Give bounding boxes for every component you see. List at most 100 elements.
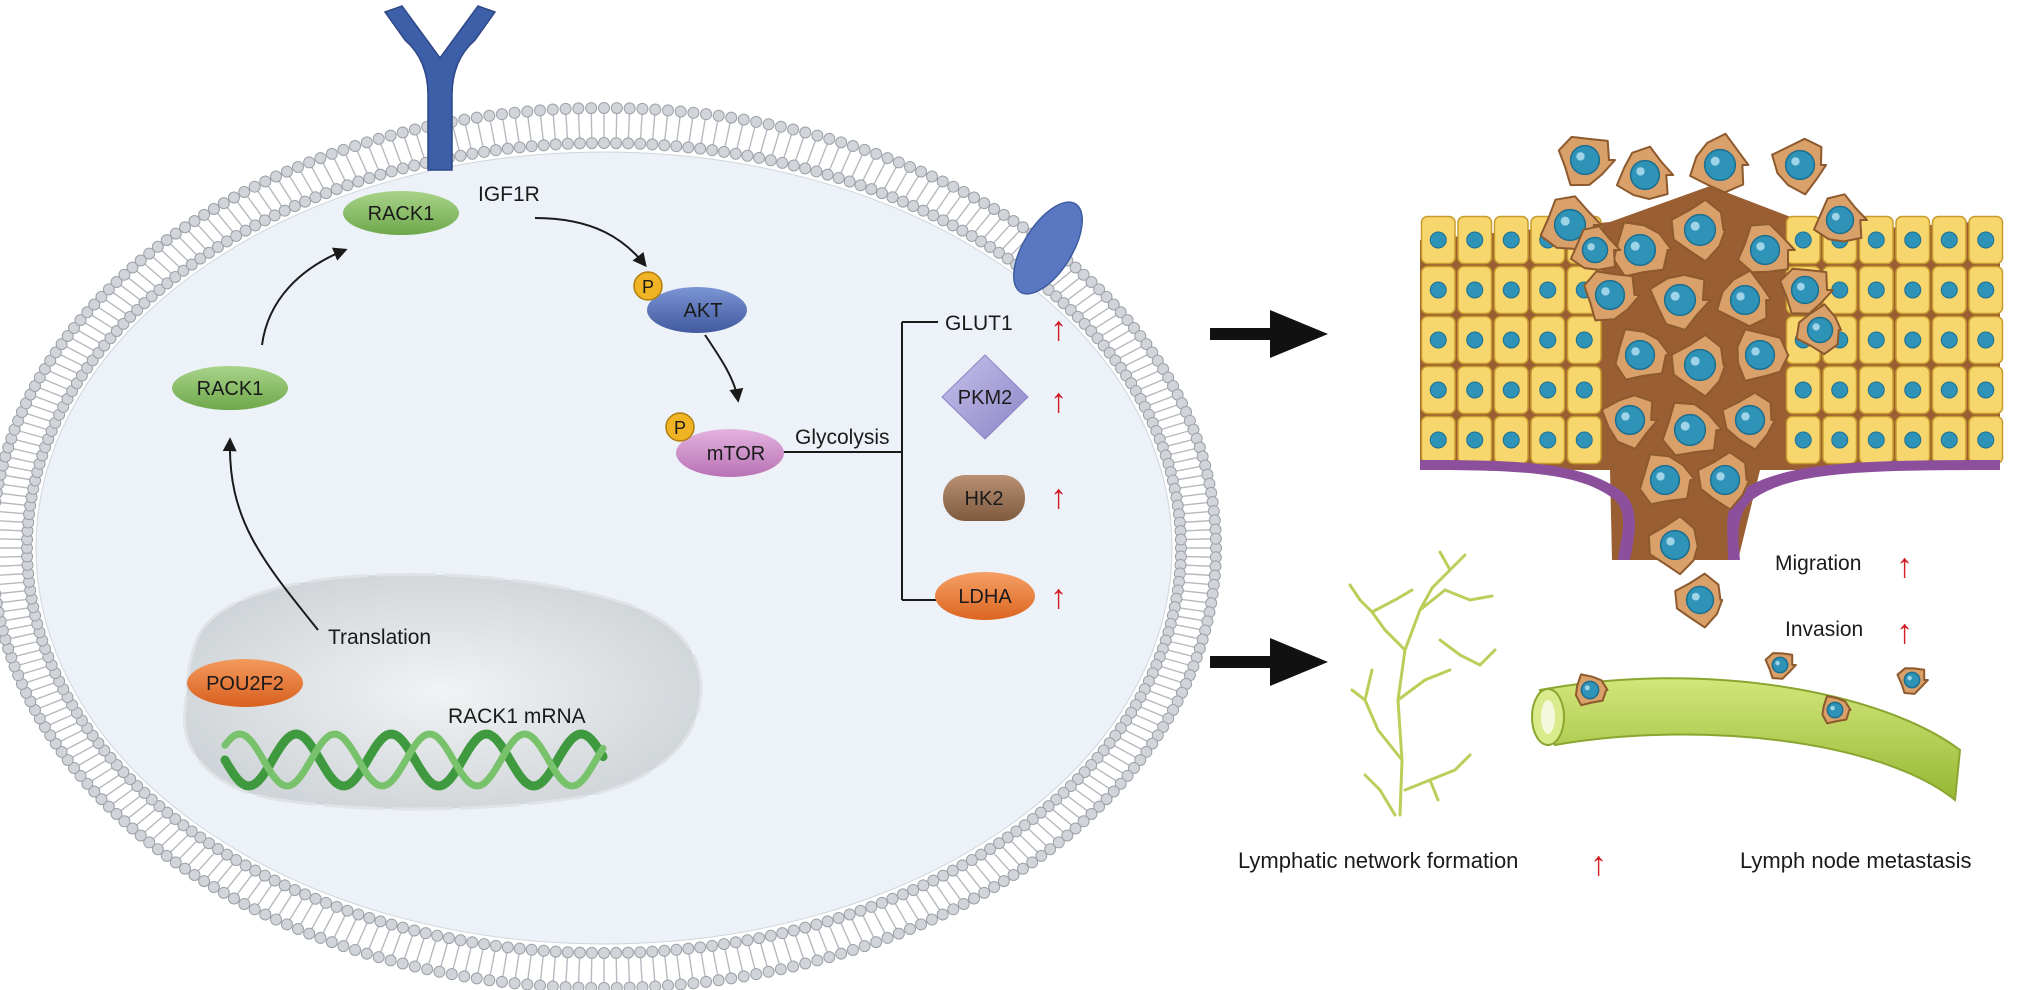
epithelial-cell [1420, 215, 1456, 265]
lipid-head [1134, 330, 1147, 343]
lipid-head [160, 849, 173, 862]
lipid-head [549, 138, 562, 151]
lipid-tail [215, 863, 234, 885]
lipid-tail [379, 142, 391, 168]
lipid-tail [160, 249, 181, 268]
lipid-head [1085, 808, 1098, 821]
lipid-head [169, 812, 182, 825]
glycolysis-bracket [783, 321, 938, 601]
lipid-tail [1113, 337, 1138, 352]
lipid-tail [736, 123, 744, 149]
lipid-head [1077, 268, 1090, 281]
lipid-head [623, 102, 636, 115]
lipid-tail [64, 737, 89, 751]
lipid-head [1034, 806, 1047, 819]
lipid-tail [724, 121, 732, 148]
lipid-head [1093, 283, 1106, 296]
lipid-tail [225, 868, 244, 891]
lipid-tail [111, 291, 134, 308]
lipid-head [49, 346, 62, 359]
lipid-tail [1184, 573, 1211, 577]
lipid-head [134, 254, 147, 267]
epithelial-cell [1822, 365, 1858, 415]
lipid-tail [356, 149, 368, 174]
lipid-tail [590, 112, 593, 139]
lipid-head [917, 204, 930, 217]
lipid-tail [983, 217, 1002, 239]
lipid-tail [1183, 510, 1210, 515]
hk2-node: HK2 [943, 475, 1025, 521]
lipid-tail [1173, 632, 1199, 640]
lipid-head [67, 322, 80, 334]
lipid-head [854, 904, 867, 917]
lipid-tail [59, 353, 84, 367]
lipid-tail [43, 378, 68, 390]
lipid-tail [0, 492, 27, 498]
lipid-head [0, 598, 3, 609]
lipid-tail [299, 170, 314, 194]
svg-text:LDHA: LDHA [958, 586, 1012, 608]
lipid-head [1016, 862, 1029, 875]
lipid-head [349, 943, 362, 956]
lipid-head [303, 927, 316, 940]
lipid-tail [1179, 607, 1206, 613]
lipid-tail [817, 142, 829, 168]
lipid-head [203, 837, 216, 850]
lipid-head [330, 183, 343, 196]
lipid-head [634, 946, 647, 959]
lipid-tail [688, 953, 694, 980]
lipid-tail [639, 112, 643, 139]
lipid-head [259, 175, 272, 188]
lipid-tail [196, 223, 216, 244]
lipid-tail [1185, 529, 1212, 532]
lipid-head [1093, 800, 1106, 813]
lipid-tail [627, 112, 631, 139]
lipid-tail [748, 125, 756, 152]
lipid-head [470, 972, 483, 985]
epithelial-cell [1566, 315, 1602, 365]
lipid-head [396, 921, 409, 934]
lipid-head [896, 195, 909, 208]
lipid-head [227, 892, 240, 905]
lipid-head [670, 943, 683, 956]
lipid-head [658, 139, 671, 152]
lipid-tail [33, 395, 59, 406]
lipid-head [372, 132, 385, 145]
lipid-head [694, 941, 707, 954]
lipid-head [968, 892, 981, 905]
lipid-head [937, 869, 950, 882]
lipid-head [374, 168, 387, 181]
lipid-tail [104, 298, 127, 315]
lipid-tail [964, 868, 983, 891]
lipid-head [153, 800, 166, 813]
lipid-head [1050, 290, 1063, 303]
lipid-head [360, 947, 373, 960]
igf1r-receptor [383, 5, 497, 171]
lipid-head [764, 154, 777, 167]
lipid-tail [70, 337, 95, 352]
lipid-tail [1153, 403, 1179, 414]
lipid-head [143, 836, 156, 849]
lipid-head [1100, 793, 1113, 806]
lipid-tail [894, 902, 909, 926]
epithelial-cell [1566, 365, 1602, 415]
lipid-tail [206, 857, 225, 879]
lipid-tail [1175, 624, 1202, 631]
lipid-head [44, 729, 57, 742]
lipid-tail [1074, 788, 1097, 805]
epithelial-cell [1895, 215, 1931, 265]
lipid-tail [21, 665, 48, 675]
lipid-head [299, 888, 312, 901]
lipid-tail [169, 242, 189, 262]
lipid-tail [1107, 329, 1131, 344]
lipid-tail [539, 955, 544, 982]
lipid-tail [246, 879, 263, 902]
lipid-head [821, 168, 834, 181]
lipid-tail [169, 834, 189, 854]
lipid-head [649, 980, 662, 990]
lipid-head [61, 753, 74, 766]
lipid-head [978, 886, 991, 899]
tumor-cell [1569, 225, 1622, 271]
lipid-head [881, 931, 894, 944]
lipid-tail [1175, 465, 1202, 472]
